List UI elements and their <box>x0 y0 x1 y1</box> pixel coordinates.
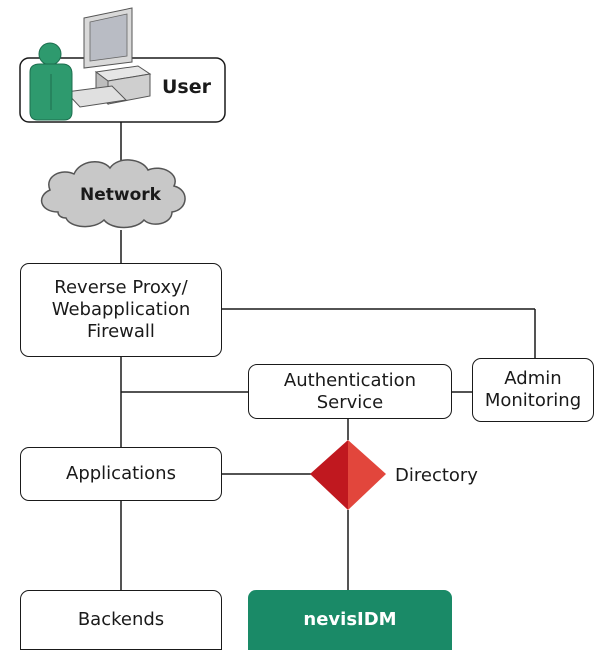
network-label: Network <box>80 185 161 205</box>
auth-service-line-1: Authentication <box>283 369 417 391</box>
user-label: User <box>162 76 211 98</box>
backends-label: Backends <box>77 609 165 630</box>
authentication-service-box[interactable]: Authentication Service <box>248 364 452 419</box>
backends-box[interactable]: Backends <box>20 590 222 650</box>
connectors <box>120 122 536 590</box>
reverse-proxy-line-3: Firewall <box>87 321 155 342</box>
admin-line-2: Monitoring <box>484 390 582 411</box>
auth-service-line-2: Service <box>316 391 384 413</box>
reverse-proxy-box[interactable]: Reverse Proxy/ Webapplication Firewall <box>20 263 222 357</box>
admin-monitoring-box[interactable]: Admin Monitoring <box>472 358 594 422</box>
directory-label: Directory <box>395 465 478 486</box>
reverse-proxy-line-1: Reverse Proxy/ <box>54 277 188 298</box>
applications-label: Applications <box>66 463 176 484</box>
admin-line-1: Admin <box>504 368 562 389</box>
applications-box[interactable]: Applications <box>20 447 222 501</box>
user-computer-icon <box>29 7 152 121</box>
cloud-icon <box>40 159 186 229</box>
nevisidm-label: nevisIDM <box>303 609 397 630</box>
reverse-proxy-line-2: Webapplication <box>51 299 191 320</box>
nevisidm-box[interactable]: nevisIDM <box>248 590 452 650</box>
directory-diamond-icon <box>310 440 386 510</box>
